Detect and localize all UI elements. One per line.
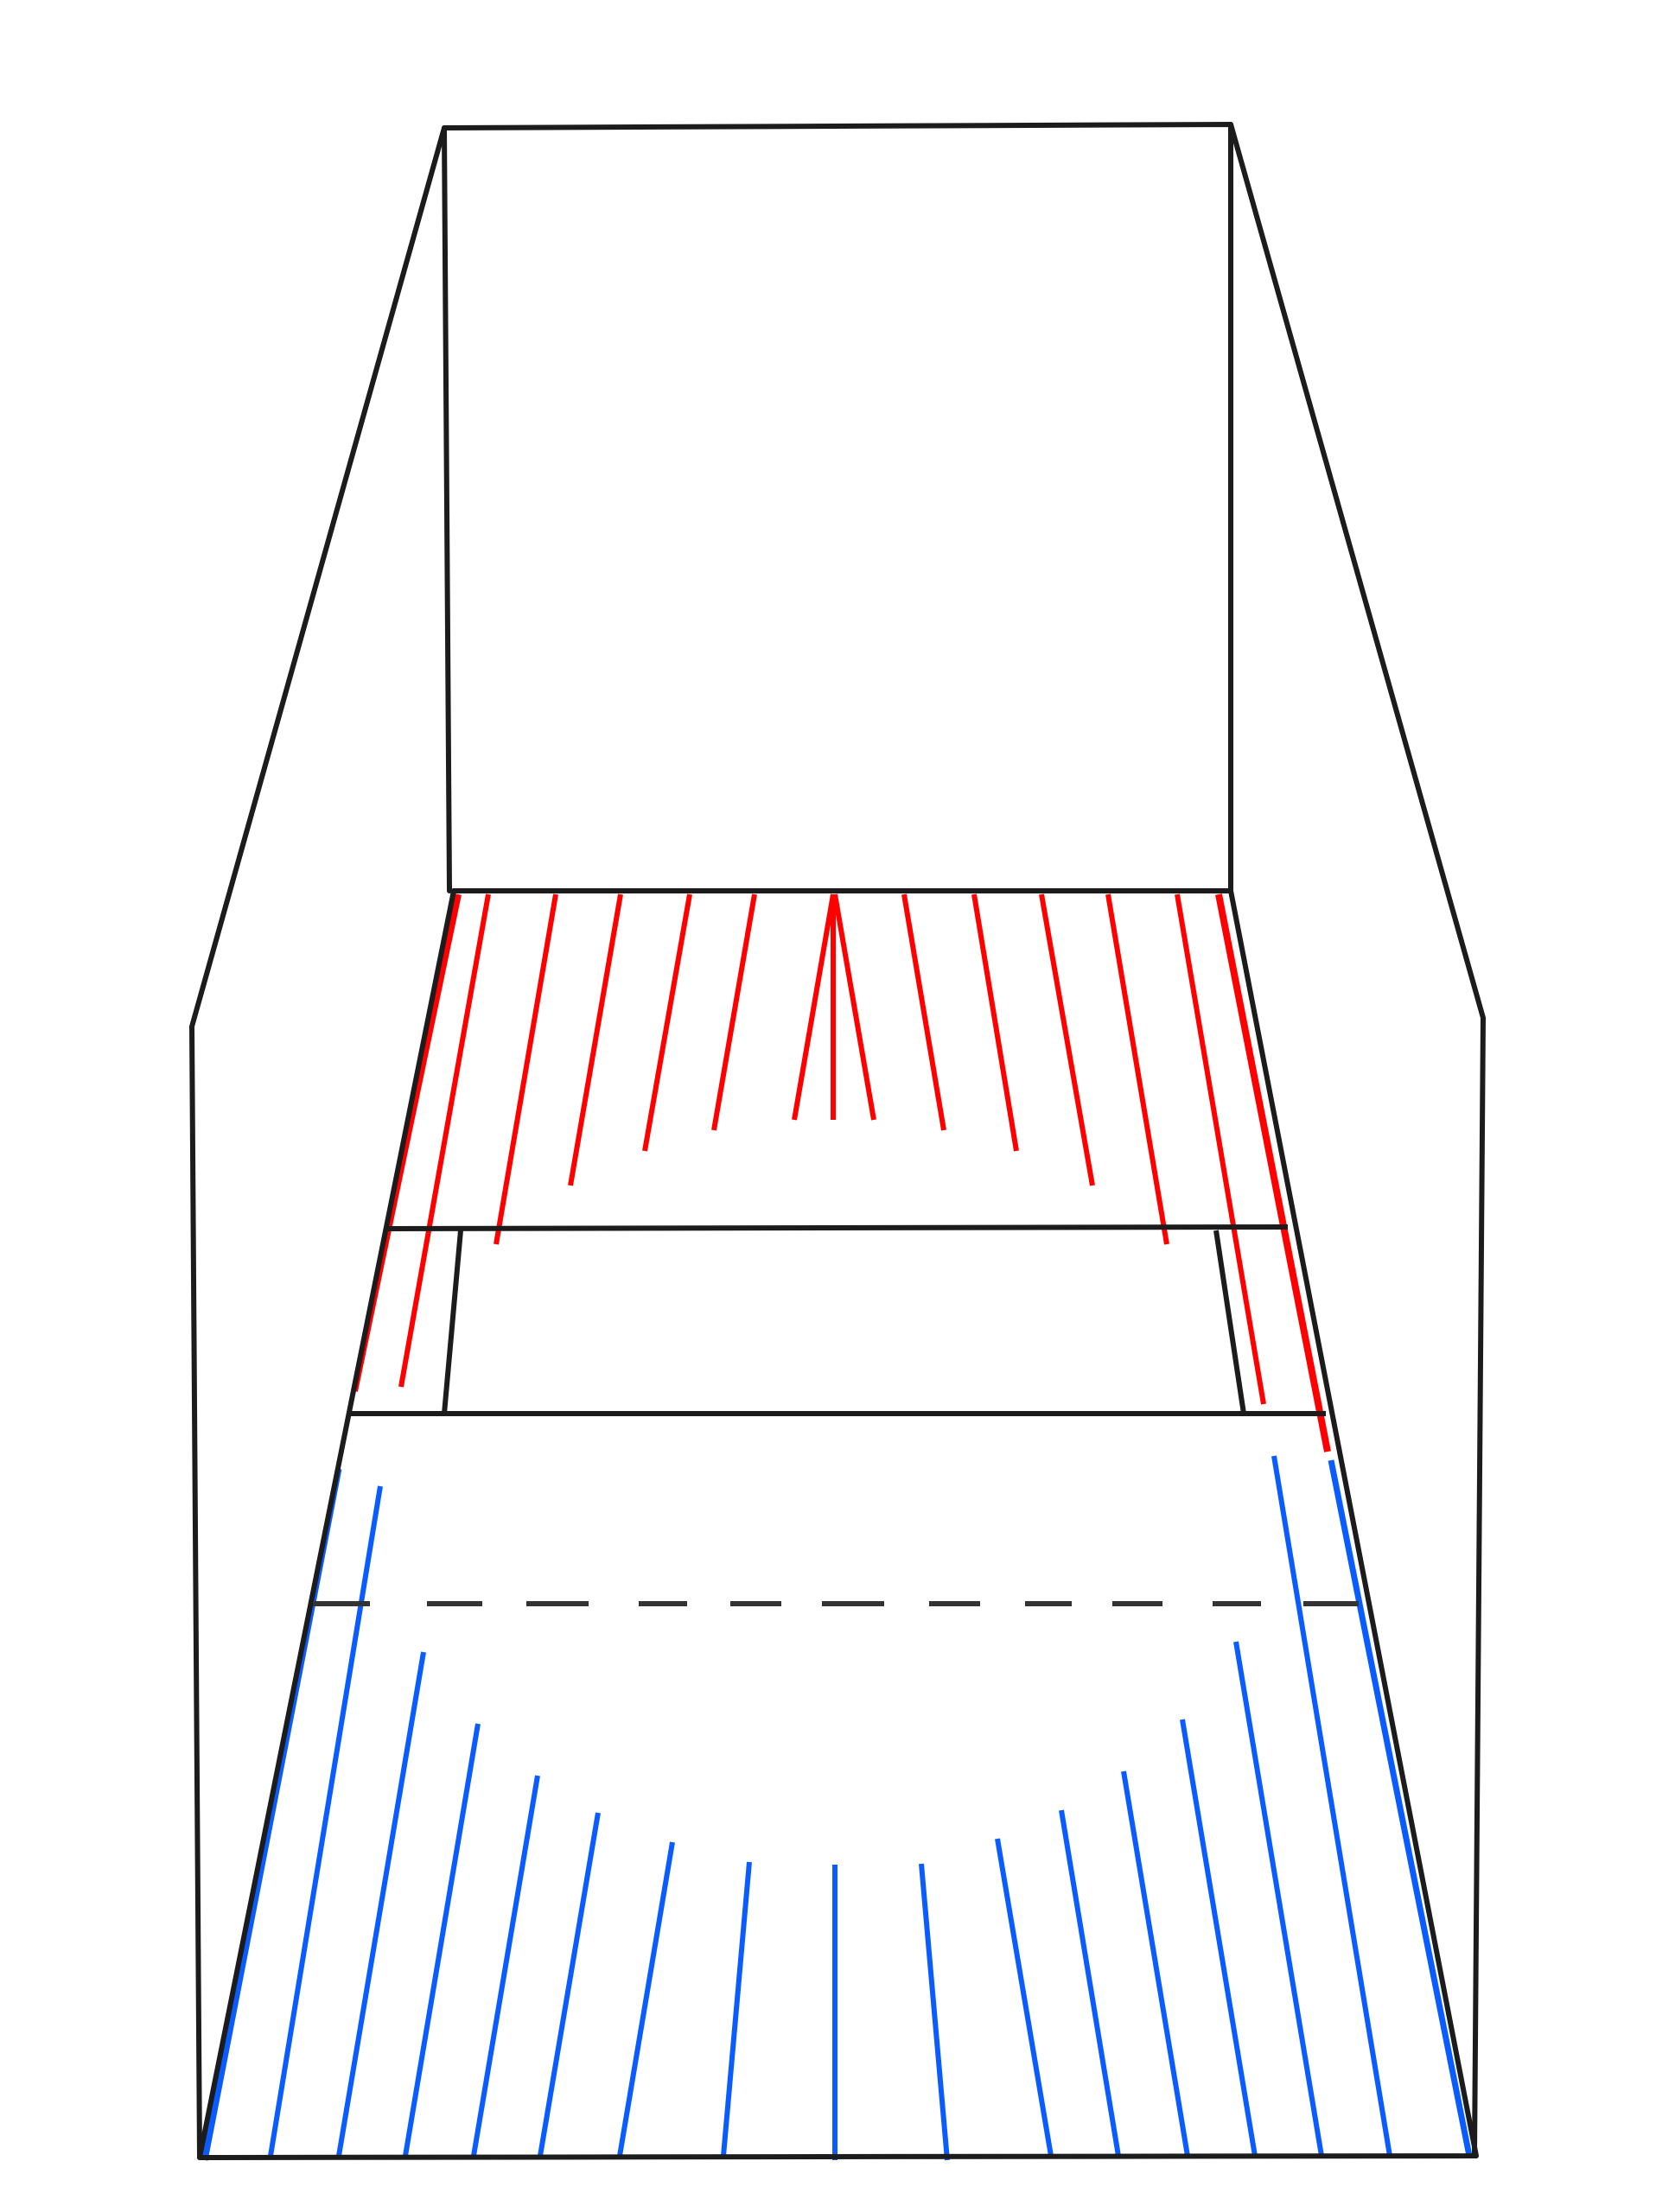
upper-ray — [1105, 893, 1169, 1245]
lower-ray — [1328, 1459, 1473, 2157]
lower-ray — [538, 1812, 601, 2157]
upper-red-rays — [351, 893, 1331, 1452]
back-wall — [442, 122, 1233, 893]
left-side-wall — [189, 125, 447, 2160]
upper-ray — [398, 893, 491, 1388]
upper-ray — [971, 893, 1019, 1152]
lower-ray — [268, 1485, 383, 2157]
upper-ray — [494, 893, 558, 1245]
upper-ray — [1039, 893, 1095, 1186]
lower-ray — [1271, 1455, 1392, 2157]
lower-ray — [995, 1838, 1054, 2157]
upper-ray — [1215, 893, 1331, 1452]
lower-ray — [1121, 1770, 1190, 2157]
upper-ray — [792, 893, 836, 1121]
inner-leg-right — [1213, 1230, 1246, 1414]
floor-trapezoid — [197, 888, 1479, 2160]
lower-ray — [1059, 1809, 1121, 2157]
lower-ray — [403, 1723, 481, 2157]
lower-ray — [1180, 1719, 1258, 2157]
lower-ray — [1233, 1641, 1324, 2157]
upper-ray — [642, 893, 692, 1152]
lower-ray — [919, 1863, 950, 2161]
lower-ray — [336, 1651, 426, 2157]
floor-crossbar-upper — [386, 1224, 1289, 1231]
upper-ray — [901, 893, 946, 1131]
upper-ray — [568, 893, 623, 1186]
lower-ray — [471, 1775, 540, 2157]
upper-ray — [832, 893, 876, 1121]
right-side-wall — [1228, 122, 1486, 2158]
upper-ray — [1175, 893, 1266, 1405]
upper-ray — [711, 893, 757, 1131]
lower-ray — [721, 1861, 752, 2157]
lower-blue-rays — [201, 1455, 1473, 2161]
inner-leg-left — [442, 1230, 463, 1414]
lower-ray — [617, 1841, 675, 2157]
